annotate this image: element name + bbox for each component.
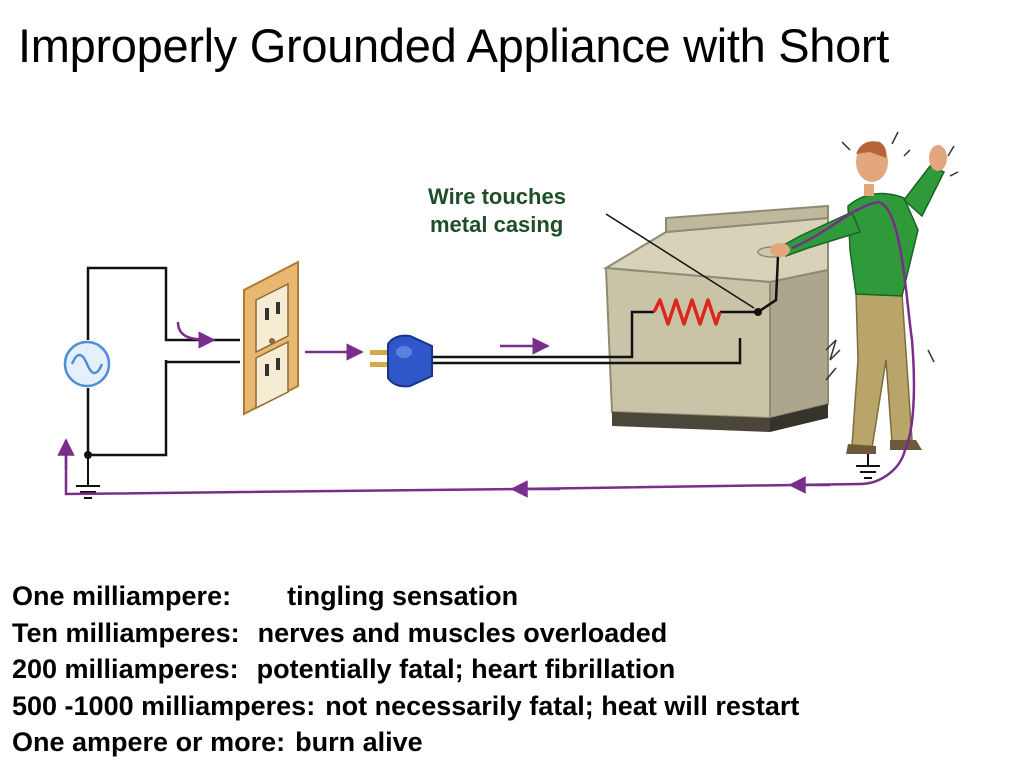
callout-line-2: metal casing	[430, 212, 563, 237]
list-item: Ten milliamperes: nerves and muscles ove…	[12, 615, 799, 652]
callout: Wire touches metal casing	[428, 184, 755, 309]
plug-icon	[370, 334, 606, 388]
ac-source-icon	[63, 340, 111, 388]
page-title: Improperly Grounded Appliance with Short	[18, 19, 890, 72]
list-item: One ampere or more: burn alive	[12, 724, 799, 761]
return-current-path	[57, 438, 907, 498]
appliance-icon	[602, 204, 829, 432]
person-icon	[770, 131, 959, 454]
fact-term: One ampere or more:	[12, 727, 286, 757]
callout-line-1: Wire touches	[428, 184, 566, 209]
fact-effect: nerves and muscles overloaded	[257, 617, 668, 648]
current-effects-list: One milliampere: tingling sensation Ten …	[12, 578, 799, 761]
fact-effect: tingling sensation	[287, 581, 519, 611]
fact-effect: not necessarily fatal; heat will restart	[325, 690, 800, 721]
wall-outlet-icon	[243, 260, 299, 416]
list-item: 500 -1000 milliamperes: not necessarily …	[12, 688, 799, 725]
list-item: One milliampere: tingling sensation	[12, 578, 799, 615]
fact-term: One milliampere:	[12, 581, 232, 611]
fact-term: Ten milliamperes:	[12, 617, 240, 648]
fact-effect: potentially fatal; heart fibrillation	[256, 654, 676, 684]
circuit-wires	[86, 266, 240, 457]
fact-term: 200 milliamperes:	[12, 654, 239, 684]
ground-symbol-icon	[856, 454, 880, 479]
fact-effect: burn alive	[295, 727, 423, 757]
circuit-diagram: Wire touches metal casing	[57, 131, 959, 499]
ground-symbol-icon	[76, 455, 100, 499]
list-item: 200 milliamperes: potentially fatal; hea…	[12, 651, 799, 688]
heating-element-icon	[652, 298, 722, 326]
fact-term: 500 -1000 milliamperes:	[12, 690, 316, 721]
